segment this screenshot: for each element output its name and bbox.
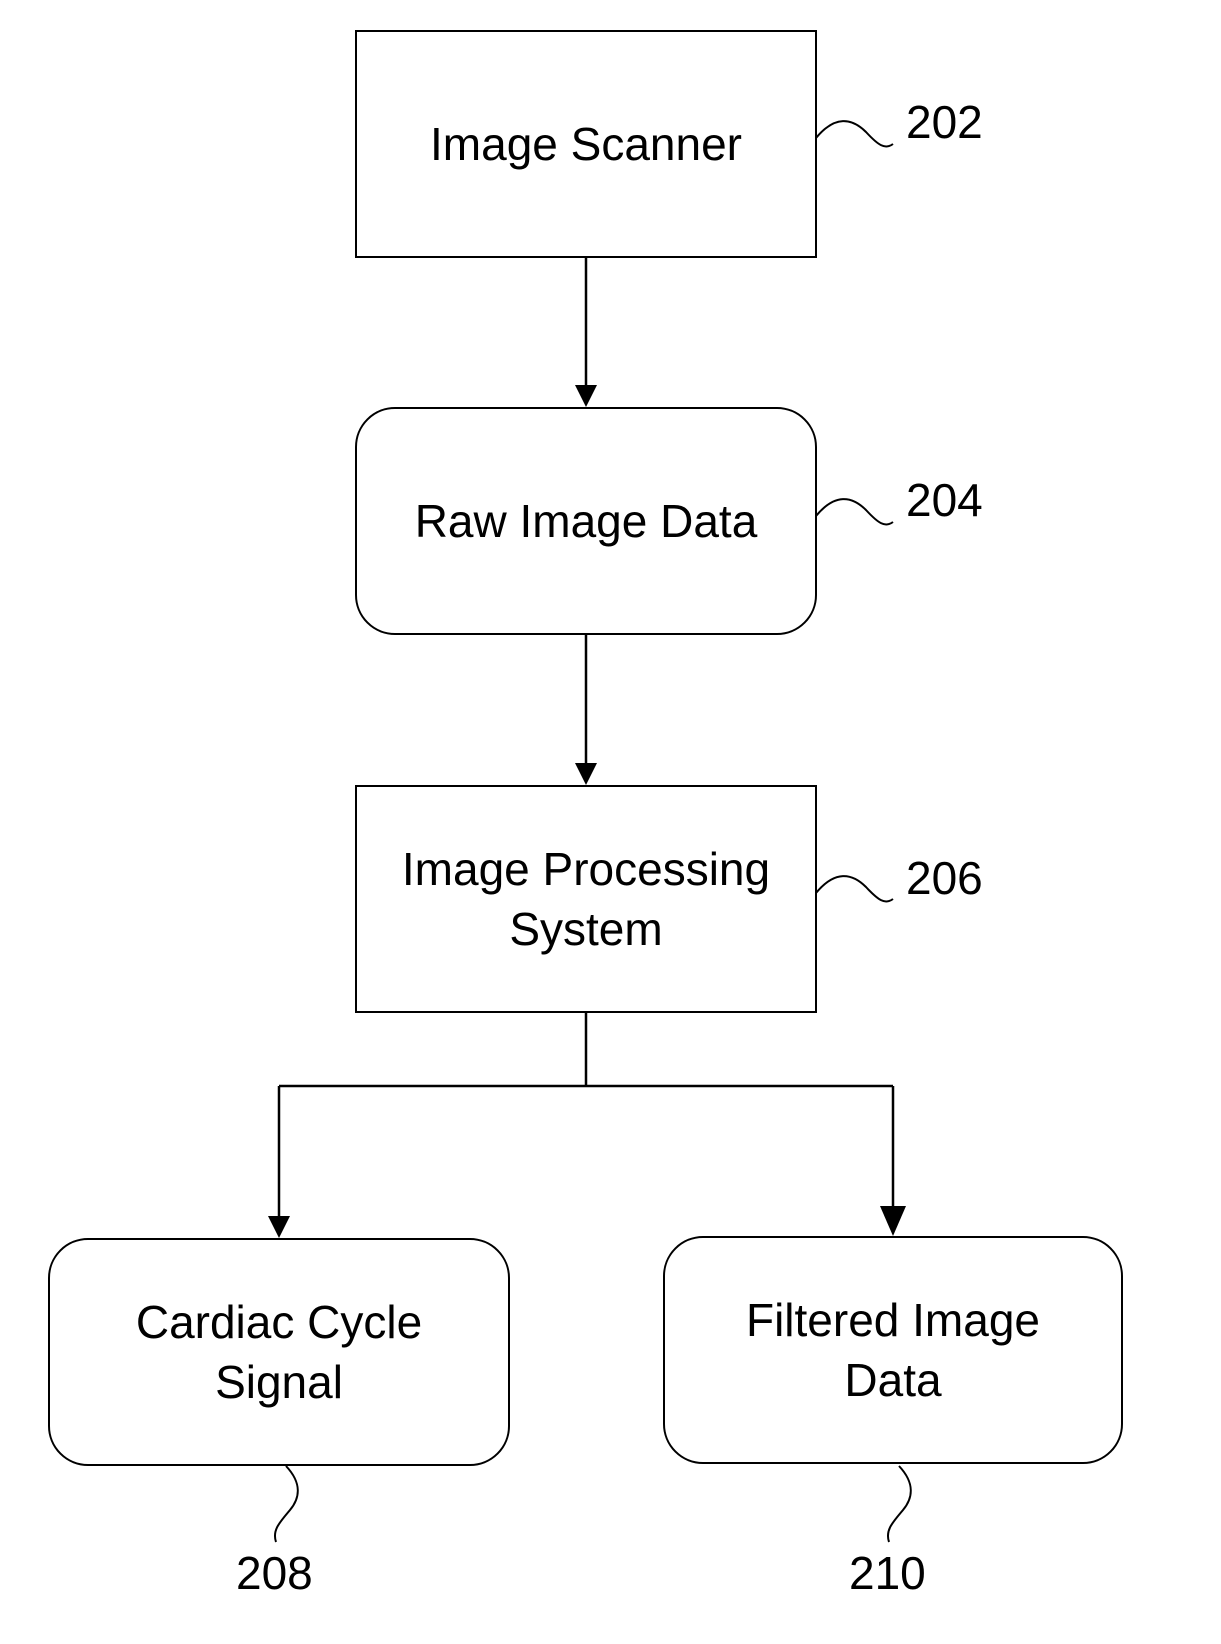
cardiac-cycle-signal-label: Cardiac Cycle Signal — [136, 1292, 422, 1412]
leader-210 — [888, 1466, 911, 1542]
image-processing-system-box: Image Processing System — [355, 785, 817, 1013]
raw-image-data-label: Raw Image Data — [415, 491, 758, 551]
image-processing-system-label: Image Processing System — [402, 839, 770, 959]
cardiac-cycle-signal-box: Cardiac Cycle Signal — [48, 1238, 510, 1466]
image-scanner-box: Image Scanner — [355, 30, 817, 258]
leader-206 — [816, 876, 893, 901]
leader-202 — [816, 121, 893, 146]
arrowhead-raw — [575, 385, 597, 407]
filtered-image-data-box: Filtered Image Data — [663, 1236, 1123, 1464]
ref-202: 202 — [906, 97, 983, 147]
raw-image-data-box: Raw Image Data — [355, 407, 817, 635]
leader-208 — [275, 1466, 298, 1542]
ref-206: 206 — [906, 853, 983, 903]
arrowhead-processing — [575, 763, 597, 785]
arrowhead-filtered — [880, 1206, 906, 1236]
arrowhead-cardiac — [268, 1216, 290, 1238]
image-scanner-label: Image Scanner — [430, 114, 742, 174]
ref-204: 204 — [906, 475, 983, 525]
leader-204 — [816, 499, 893, 524]
ref-208: 208 — [236, 1548, 313, 1598]
filtered-image-data-label: Filtered Image Data — [746, 1290, 1040, 1410]
ref-210: 210 — [849, 1548, 926, 1598]
